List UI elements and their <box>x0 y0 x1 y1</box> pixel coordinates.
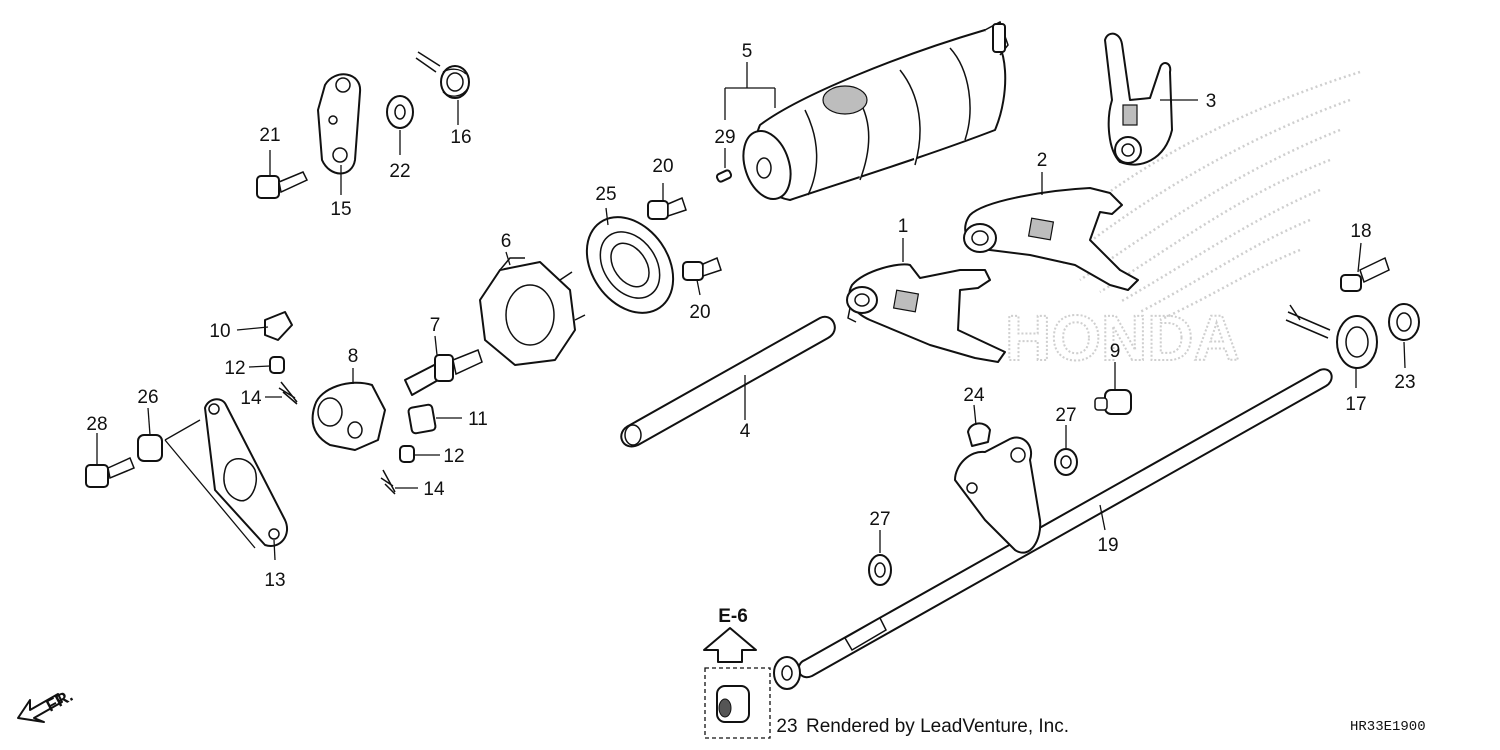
callout-18: 18 <box>1350 221 1371 242</box>
part-10-plate <box>264 311 293 341</box>
callout-9: 9 <box>1110 341 1121 362</box>
callout-8: 8 <box>348 346 359 367</box>
callout-20-lower: 20 <box>689 302 710 323</box>
reference-label: E-6 <box>718 606 748 627</box>
part-28-bolt <box>85 456 135 488</box>
callout-27-lower: 27 <box>869 509 890 530</box>
part-12-roller-upper <box>269 356 285 374</box>
part-1-shift-fork <box>846 263 1006 363</box>
callout-16: 16 <box>450 127 471 148</box>
callout-12-upper: 12 <box>224 358 245 379</box>
callout-26: 26 <box>137 387 158 408</box>
credit-text: Rendered by LeadVenture, Inc. <box>806 716 1069 737</box>
callout-22: 22 <box>389 161 410 182</box>
callout-2: 2 <box>1037 150 1048 171</box>
callout-12-lower: 12 <box>443 446 464 467</box>
callout-24: 24 <box>963 385 985 406</box>
callout-14-lower: 14 <box>423 479 445 500</box>
part-18-bolt <box>1340 256 1390 292</box>
part-21-bolt <box>256 171 309 199</box>
callout-17: 17 <box>1345 394 1366 415</box>
part-26-collar <box>137 434 163 462</box>
reference-e6 <box>703 627 771 739</box>
diagram-code: HR33E1900 <box>1350 719 1426 735</box>
part-19-shift-spindle <box>797 368 1333 679</box>
part-22-washer <box>386 95 414 129</box>
part-25-bearing <box>585 216 675 314</box>
callout-14-upper: 14 <box>240 388 262 409</box>
part-5-shift-drum <box>742 20 1009 201</box>
callout-28: 28 <box>86 414 107 435</box>
part-20-bolt-upper <box>647 196 687 220</box>
callout-23-lower: 23 <box>776 716 797 737</box>
part-23-washer-right <box>1388 303 1420 341</box>
part-27-clip-upper <box>1054 448 1078 476</box>
callout-21: 21 <box>259 125 280 146</box>
callout-23-right: 23 <box>1394 372 1415 393</box>
callout-15: 15 <box>330 199 351 220</box>
part-4-fork-shaft <box>620 315 836 448</box>
part-27-clip-lower <box>868 554 892 586</box>
part-24-clip <box>967 422 991 447</box>
callout-20-upper: 20 <box>652 156 673 177</box>
front-direction-arrow <box>17 693 63 723</box>
part-8-shift-cam <box>311 381 386 451</box>
part-29-pin <box>715 169 733 183</box>
part-17-return-spring <box>1285 304 1378 369</box>
callout-11: 11 <box>468 409 488 430</box>
callout-10: 10 <box>209 321 230 342</box>
callout-19: 19 <box>1097 535 1118 556</box>
part-9-bolt <box>1094 389 1132 415</box>
part-11-block <box>407 403 437 435</box>
callout-13: 13 <box>264 570 285 591</box>
callout-numbers: 1 2 3 4 5 6 7 8 9 10 11 12 12 13 14 14 1… <box>86 41 1415 737</box>
part-13-guide-plate <box>204 398 288 547</box>
part-2-shift-fork <box>963 187 1139 291</box>
callout-27-upper: 27 <box>1055 405 1076 426</box>
part-20-bolt-lower <box>682 256 722 281</box>
callout-4: 4 <box>740 421 751 442</box>
part-23-washer-lower <box>773 656 801 690</box>
honda-watermark: HONDA <box>1004 70 1361 375</box>
part-14-spring-lower <box>380 469 396 495</box>
watermark-text: HONDA <box>1005 302 1240 374</box>
callout-6: 6 <box>501 231 512 252</box>
part-3-shift-fork <box>1104 32 1173 166</box>
part-7-stud <box>404 349 483 396</box>
callout-25: 25 <box>595 184 616 205</box>
callout-29: 29 <box>714 127 735 148</box>
part-15-stopper-plate <box>317 73 362 175</box>
part-6-drum-center <box>479 257 586 366</box>
callout-7: 7 <box>430 315 441 336</box>
part-12-roller-lower <box>399 445 415 463</box>
callout-1: 1 <box>898 216 909 237</box>
callout-3: 3 <box>1206 91 1217 112</box>
part-14-spring-upper <box>278 381 298 405</box>
part-16-spring <box>415 51 470 99</box>
leader-lines <box>96 62 1406 561</box>
callout-5: 5 <box>742 41 753 62</box>
